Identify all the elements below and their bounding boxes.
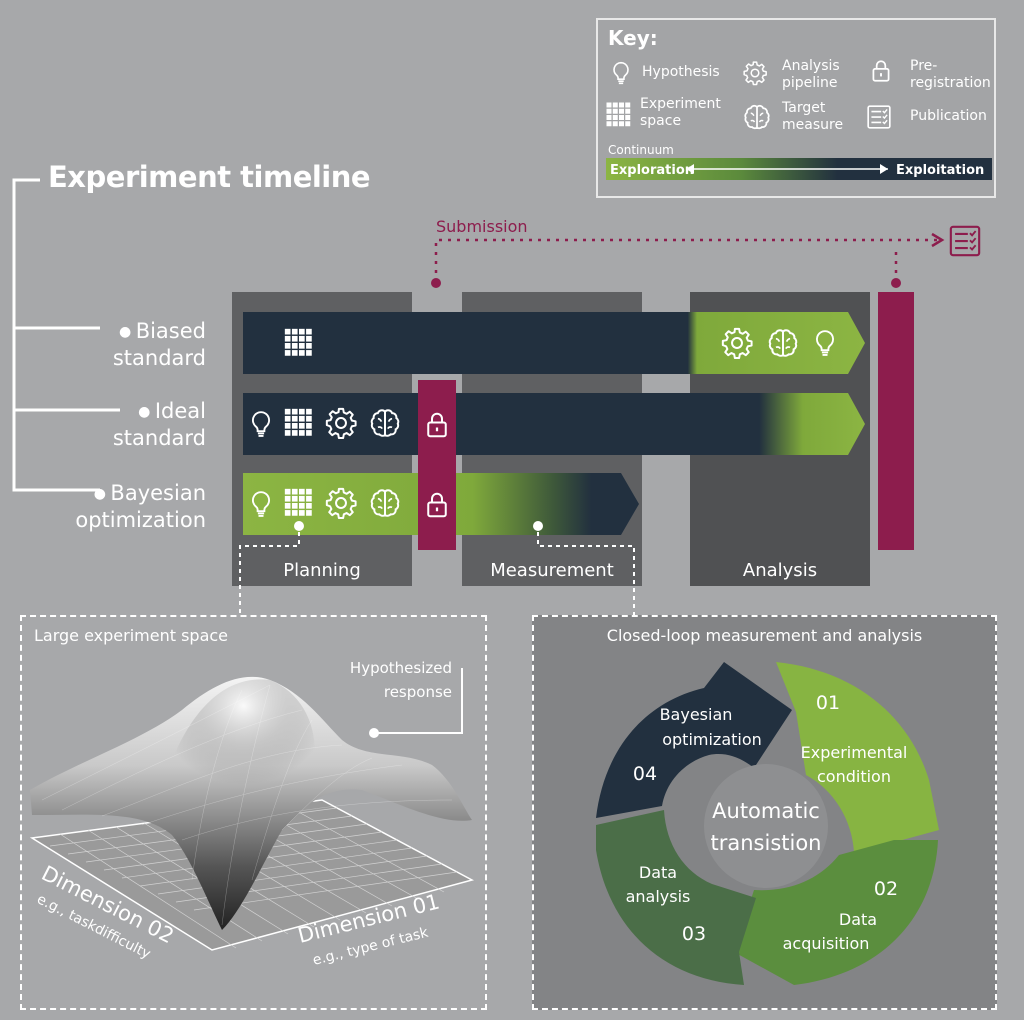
step-04-line1: Bayesian (660, 705, 733, 724)
step-01-line2: condition (817, 767, 891, 786)
step-02-line2: acquisition (783, 934, 870, 953)
segment-data-acquisition (734, 840, 938, 985)
step-03-number: 03 (682, 923, 706, 945)
phase-label-planning: Planning (283, 560, 361, 581)
center-line1: Automatic (712, 799, 820, 823)
key-analysis-line1: Analysis (782, 58, 840, 74)
arrow-biased-standard (243, 312, 865, 374)
step-01-number: 01 (816, 692, 840, 714)
row-bayesian-line2: optimization (75, 508, 206, 532)
submission-path (431, 232, 945, 288)
timeline-title: Experiment timeline (48, 160, 371, 194)
key-preregistration-label: Pre- registration (910, 58, 991, 92)
row-bayesian-line1: Bayesian (110, 481, 206, 505)
row-biased-line1: Biased (135, 319, 206, 343)
center-circle (704, 764, 828, 888)
key-title: Key: (608, 26, 658, 50)
step-01-line1: Experimental (801, 743, 908, 762)
exploration-label: Exploration (610, 163, 694, 178)
key-expspace-line1: Experiment (640, 96, 721, 112)
preregistration-bar (418, 380, 456, 550)
arrow-ideal-standard (243, 393, 865, 455)
key-target-line2: measure (782, 117, 844, 133)
exploitation-label: Exploitation (896, 163, 984, 178)
segment-bayesian-optimization (596, 662, 792, 818)
continuum-label: Continuum (608, 143, 674, 157)
continuum-bar: Exploration Exploitation (606, 158, 992, 180)
row-biased-line2: standard (112, 346, 206, 370)
step-04-number: 04 (633, 763, 657, 785)
key-prereg-line1: Pre- (910, 58, 938, 74)
key-target-line1: Target (782, 100, 826, 116)
center-line2: transistion (711, 831, 822, 855)
row-label-bayesian: ● Bayesian optimization (20, 480, 206, 533)
step-02-line1: Data (839, 910, 877, 929)
row-ideal-line2: standard (112, 426, 206, 450)
surface-plot: Hypothesized response Dimension 01 e.g.,… (29, 659, 475, 969)
step-04-line2: optimization (662, 730, 762, 749)
closed-loop-title: Closed-loop measurement and analysis (606, 626, 923, 645)
row-ideal-line1: Ideal (154, 399, 206, 423)
hypothesized-line2: response (384, 683, 452, 701)
key-prereg-line2: registration (910, 75, 991, 91)
key-legend: Key: Hypothesis Analysis pipeline Pre- r… (596, 18, 996, 198)
step-02-number: 02 (874, 878, 898, 900)
key-expspace-line2: space (640, 113, 682, 129)
experiment-space-title: Large experiment space (34, 626, 229, 645)
row-label-ideal: ● Ideal standard (50, 398, 206, 451)
panel-connectors (239, 521, 635, 615)
submission-label: Submission (436, 217, 528, 236)
phase-label-analysis: Analysis (742, 560, 818, 581)
segment-data-analysis (596, 810, 756, 985)
key-target-measure-label: Target measure (782, 100, 843, 134)
closed-loop-cycle: Automatic transistion 01 Experimental co… (596, 662, 939, 985)
step-03-line2: analysis (626, 887, 691, 906)
key-publication-label: Publication (910, 108, 987, 124)
key-analysis-line2: pipeline (782, 75, 838, 91)
segment-experimental-condition (776, 662, 939, 852)
row-label-biased: ● Biased standard (50, 318, 206, 371)
key-experiment-space-label: Experiment space (640, 96, 721, 130)
phase-label-measurement: Measurement (490, 560, 614, 581)
submission-bar (878, 292, 914, 550)
key-hypothesis-label: Hypothesis (642, 64, 720, 80)
key-analysis-pipeline-label: Analysis pipeline (782, 58, 840, 92)
hypothesized-line1: Hypothesized (350, 659, 452, 677)
timeline-connectors (12, 178, 120, 492)
step-03-line1: Data (639, 863, 677, 882)
